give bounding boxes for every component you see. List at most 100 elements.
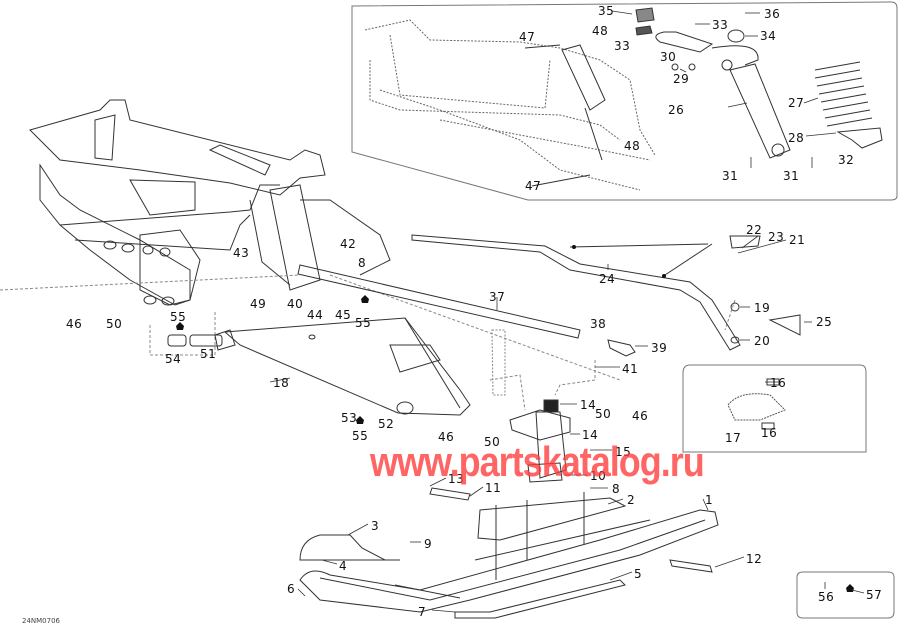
part-callout-2[interactable]: 2	[627, 493, 636, 507]
part-callout-46[interactable]: 46	[632, 409, 649, 423]
ski-loop-3	[299, 534, 400, 561]
part-callout-30[interactable]: 30	[660, 50, 677, 64]
front-frame	[29, 99, 391, 306]
inset-frame-ghost	[364, 19, 656, 191]
part-callout-24[interactable]: 24	[599, 272, 616, 286]
part-callout-41[interactable]: 41	[622, 362, 639, 376]
part-callout-46[interactable]: 46	[438, 430, 455, 444]
part-callout-42[interactable]: 42	[340, 237, 357, 251]
bushing-29	[688, 63, 696, 71]
washer-30	[671, 63, 679, 71]
part-callout-8[interactable]: 8	[358, 256, 367, 270]
part-callout-55[interactable]: 55	[352, 429, 369, 443]
part-callout-5[interactable]: 5	[634, 567, 643, 581]
part-callout-10[interactable]: 10	[590, 469, 607, 483]
ski-mount-plate-2	[477, 497, 627, 541]
inset-fasteners	[796, 571, 895, 619]
part-callout-11[interactable]: 11	[485, 481, 502, 495]
bolt-11	[429, 487, 471, 501]
part-callout-48[interactable]: 48	[624, 139, 641, 153]
part-callout-40[interactable]: 40	[287, 297, 304, 311]
part-callout-22[interactable]: 22	[746, 223, 763, 237]
ski-1	[299, 509, 719, 613]
bolt-19	[730, 302, 740, 312]
part-callout-53[interactable]: 53	[341, 411, 358, 425]
shock-absorber-26	[729, 63, 791, 159]
bushing-54	[167, 334, 187, 347]
part-callout-50[interactable]: 50	[106, 317, 123, 331]
part-callout-37[interactable]: 37	[489, 290, 506, 304]
spring-retainer-32	[836, 127, 883, 149]
part-callout-14[interactable]: 14	[582, 428, 599, 442]
part-callout-1[interactable]: 1	[705, 493, 714, 507]
inset-shock-installed	[561, 44, 606, 111]
part-callout-29[interactable]: 29	[673, 72, 690, 86]
sway-bar-24	[411, 234, 741, 351]
part-callout-34[interactable]: 34	[760, 29, 777, 43]
watermark: www.partskatalog.ru	[370, 438, 705, 486]
part-callout-57[interactable]: 57	[866, 588, 883, 602]
part-callout-54[interactable]: 54	[165, 352, 182, 366]
part-callout-13[interactable]: 13	[448, 472, 465, 486]
part-callout-52[interactable]: 52	[378, 417, 395, 431]
part-callout-32[interactable]: 32	[838, 153, 855, 167]
part-callout-4[interactable]: 4	[339, 559, 348, 573]
part-callout-18[interactable]: 18	[273, 376, 290, 390]
part-callout-7[interactable]: 7	[418, 605, 427, 619]
part-callout-28[interactable]: 28	[788, 131, 805, 145]
part-callout-21[interactable]: 21	[789, 233, 806, 247]
part-callout-33[interactable]: 33	[712, 18, 729, 32]
part-callout-47[interactable]: 47	[519, 30, 536, 44]
drawing-code: 24NM0706	[22, 617, 60, 625]
part-callout-43[interactable]: 43	[233, 246, 250, 260]
part-callout-49[interactable]: 49	[250, 297, 267, 311]
part-callout-36[interactable]: 36	[764, 7, 781, 21]
part-callout-55[interactable]: 55	[355, 316, 372, 330]
part-callout-47[interactable]: 47	[525, 179, 542, 193]
part-callout-14[interactable]: 14	[580, 398, 597, 412]
part-callout-16[interactable]: 16	[761, 426, 778, 440]
part-callout-38[interactable]: 38	[590, 317, 607, 331]
spindle-assembly	[509, 399, 571, 483]
part-callout-51[interactable]: 51	[200, 347, 217, 361]
part-callout-31[interactable]: 31	[783, 169, 800, 183]
part-callout-25[interactable]: 25	[816, 315, 833, 329]
part-callout-26[interactable]: 26	[668, 103, 685, 117]
leader-lines	[269, 10, 865, 613]
part-callout-56[interactable]: 56	[818, 590, 835, 604]
part-callout-35[interactable]: 35	[598, 4, 615, 18]
part-callout-19[interactable]: 19	[754, 301, 771, 315]
part-callout-16[interactable]: 16	[770, 376, 787, 390]
part-callout-55[interactable]: 55	[170, 310, 187, 324]
steering-column-ghost	[491, 329, 506, 396]
part-callout-50[interactable]: 50	[595, 407, 612, 421]
part-callout-44[interactable]: 44	[307, 308, 324, 322]
part-callout-3[interactable]: 3	[371, 519, 380, 533]
tie-rod-37	[297, 264, 581, 339]
part-callout-33[interactable]: 33	[614, 39, 631, 53]
nut-20	[730, 336, 740, 344]
part-callout-50[interactable]: 50	[484, 435, 501, 449]
tie-rod-end-39	[607, 339, 636, 357]
part-callout-20[interactable]: 20	[754, 334, 771, 348]
carbide-runner-7	[454, 579, 626, 619]
part-callout-48[interactable]: 48	[592, 24, 609, 38]
a-arm-18	[214, 317, 471, 416]
coil-spring-27	[814, 61, 873, 127]
part-callout-31[interactable]: 31	[722, 169, 739, 183]
part-callout-15[interactable]: 15	[615, 445, 632, 459]
reservoir-33	[655, 31, 714, 53]
part-callout-45[interactable]: 45	[335, 308, 352, 322]
part-callout-39[interactable]: 39	[651, 341, 668, 355]
part-callout-46[interactable]: 46	[66, 317, 83, 331]
pivot-tube-51	[189, 334, 223, 347]
o-ring-34	[727, 29, 745, 43]
part-callout-12[interactable]: 12	[746, 552, 763, 566]
part-callout-23[interactable]: 23	[768, 230, 785, 244]
part-callout-9[interactable]: 9	[424, 537, 433, 551]
part-callout-17[interactable]: 17	[725, 431, 742, 445]
part-callout-6[interactable]: 6	[287, 582, 296, 596]
part-callout-27[interactable]: 27	[788, 96, 805, 110]
part-callout-8[interactable]: 8	[612, 482, 621, 496]
